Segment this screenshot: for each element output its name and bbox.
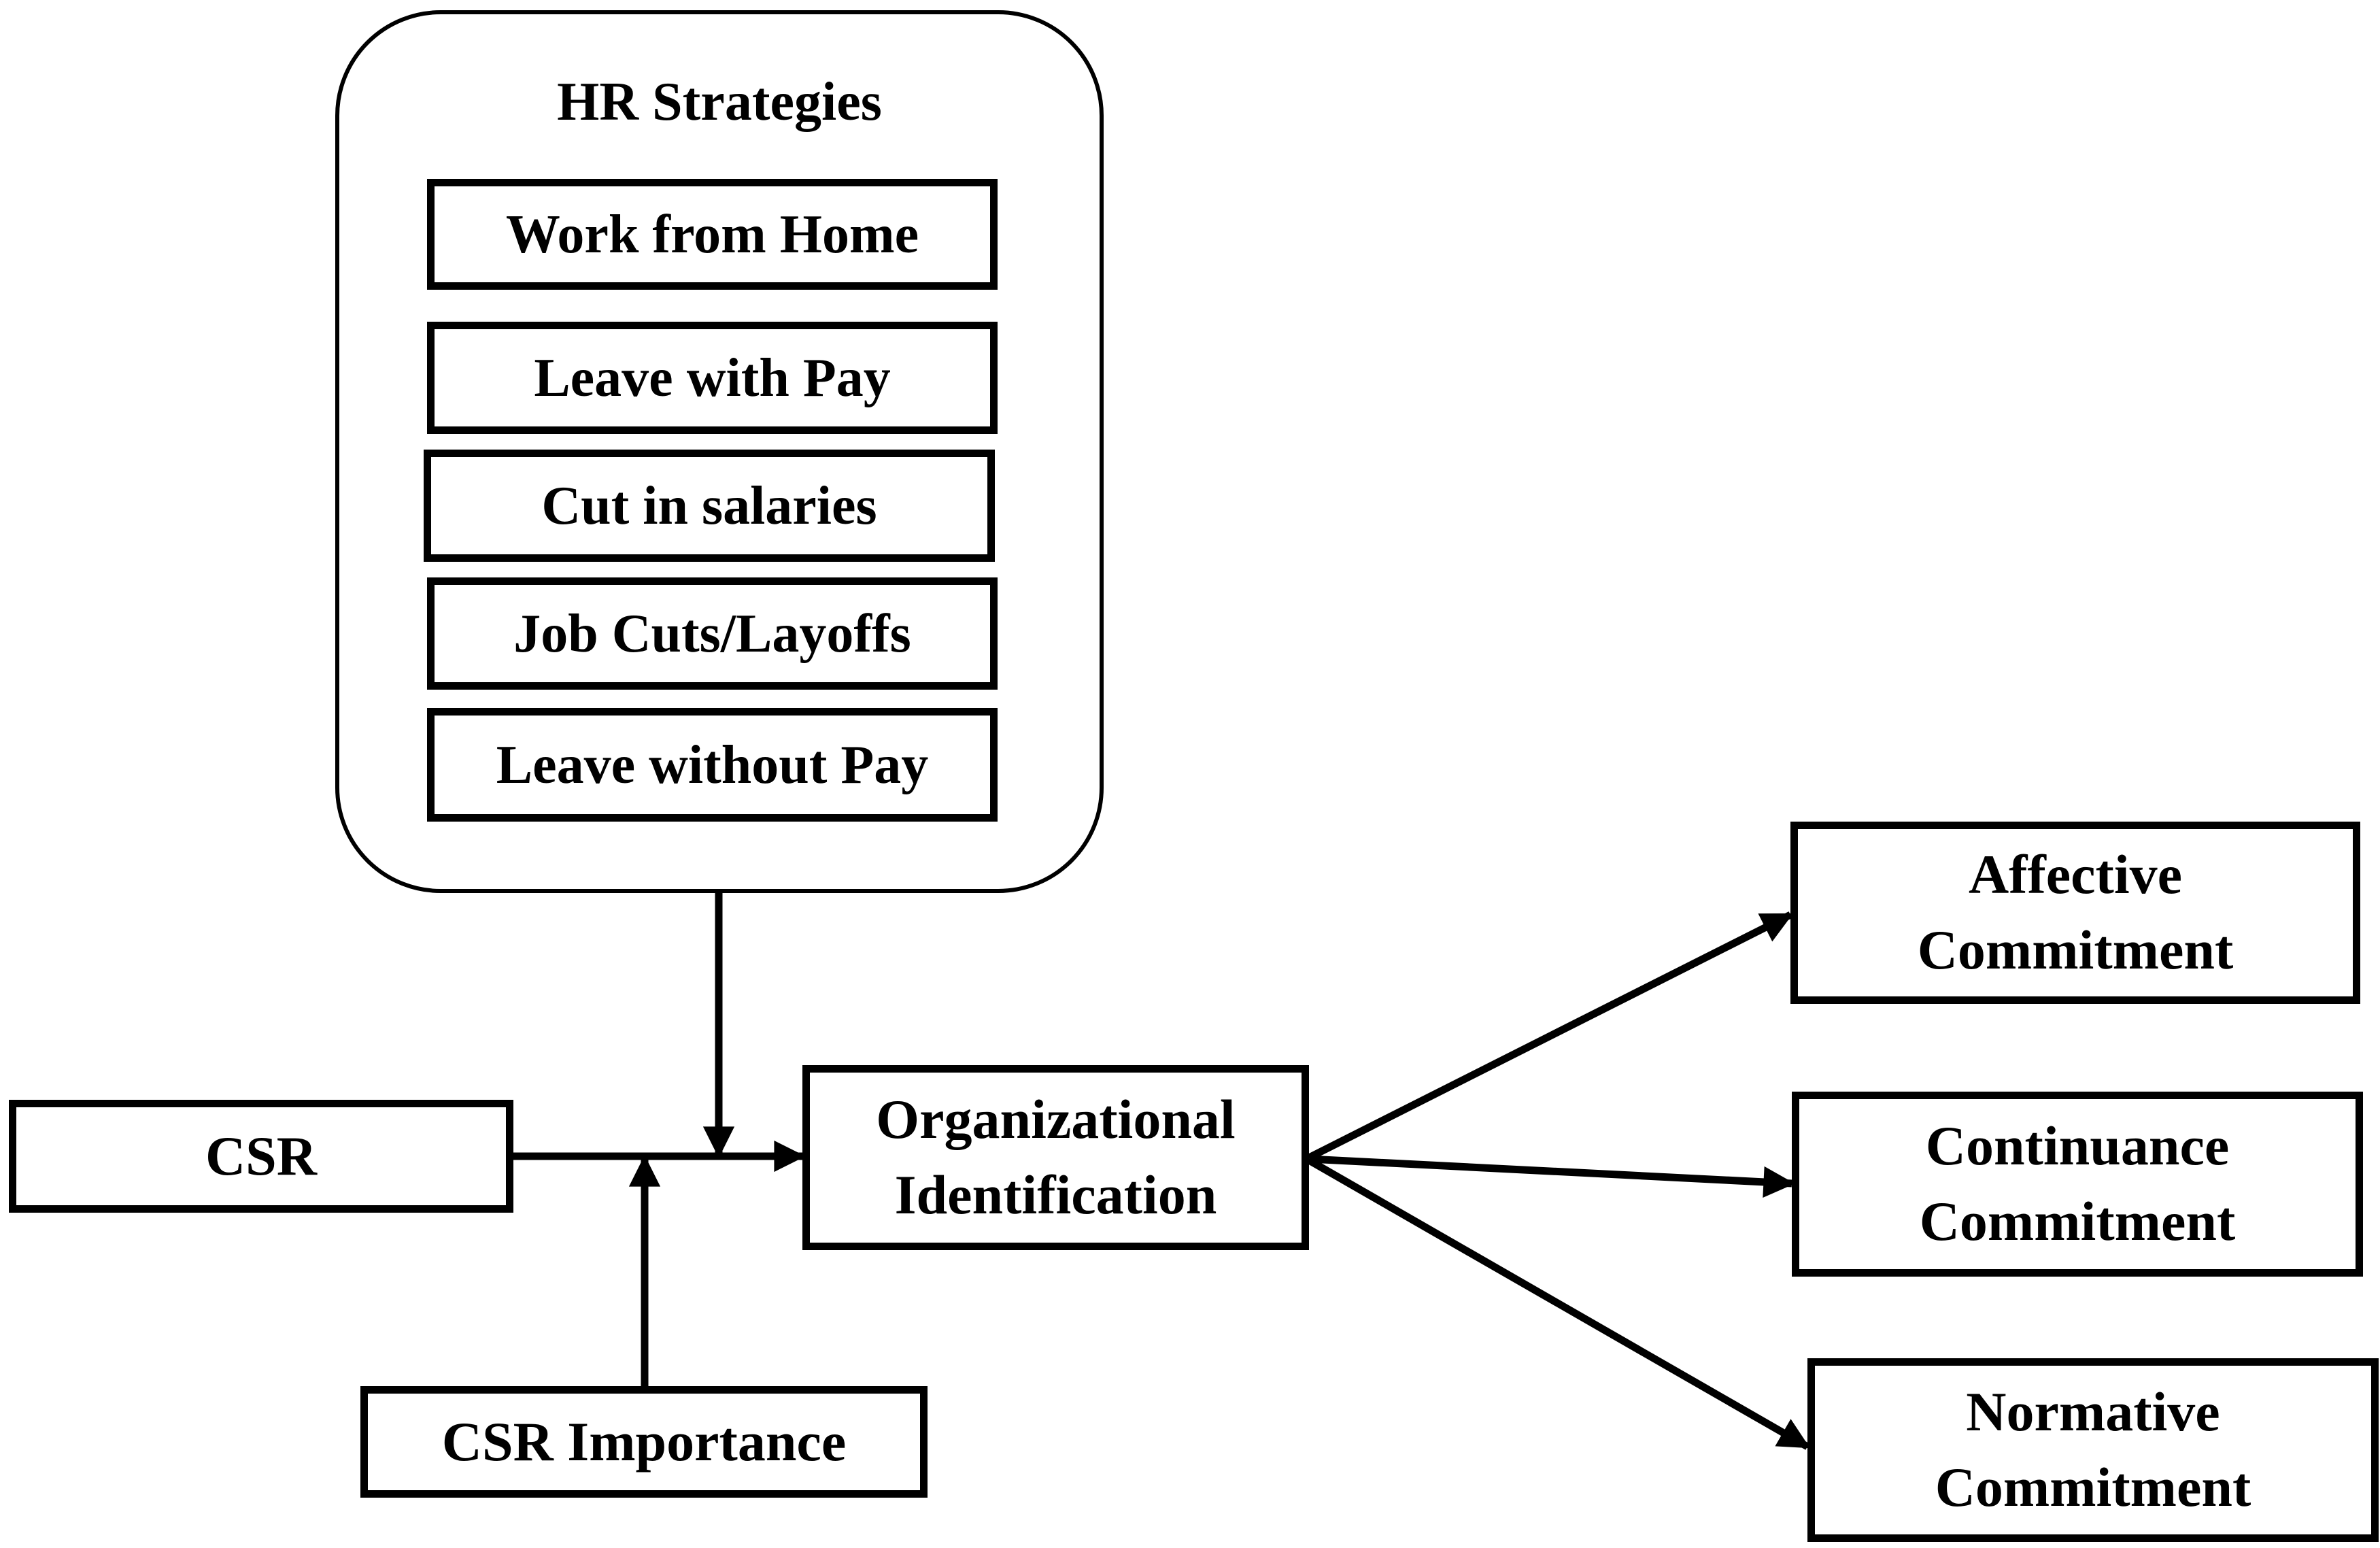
csr-label: CSR (205, 1124, 318, 1187)
affective-commitment-node: Affective Commitment (1790, 822, 2360, 1004)
hr-strategies-title: HR Strategies (557, 72, 882, 132)
normative-line1: Normative (1966, 1381, 2220, 1443)
continuance-line1: Continuance (1925, 1115, 2230, 1177)
org-id-line1: Organizational (876, 1088, 1236, 1151)
continuance-line2: Commitment (1919, 1190, 2236, 1252)
hr-item-label: Job Cuts/Layoffs (513, 603, 911, 664)
org-id-line2: Identification (894, 1164, 1217, 1226)
csr-importance-node: CSR Importance (360, 1386, 928, 1498)
hr-item-label: Leave without Pay (496, 735, 929, 795)
hr-item-label: Cut in salaries (541, 475, 877, 536)
affective-line2: Commitment (1917, 919, 2234, 981)
arrow-to-continuance (1308, 1155, 1795, 1198)
hr-item-job-cuts-layoffs: Job Cuts/Layoffs (427, 577, 998, 690)
hr-item-work-from-home: Work from Home (427, 179, 998, 290)
hr-item-label: Work from Home (505, 204, 919, 265)
organizational-identification-node: Organizational Identification (802, 1065, 1309, 1250)
hr-item-cut-in-salaries: Cut in salaries (424, 450, 995, 562)
continuance-commitment-node: Continuance Commitment (1792, 1092, 2363, 1277)
affective-line1: Affective (1968, 843, 2183, 906)
arrow-to-normative (1307, 1157, 1811, 1450)
hr-item-label: Leave with Pay (534, 348, 891, 408)
csr-importance-label: CSR Importance (441, 1410, 847, 1473)
normative-commitment-node: Normative Commitment (1807, 1358, 2379, 1542)
csr-node: CSR (9, 1100, 513, 1213)
arrow-to-affective (1307, 911, 1794, 1161)
normative-line2: Commitment (1935, 1456, 2251, 1518)
hr-item-leave-with-pay: Leave with Pay (427, 322, 998, 434)
hr-item-leave-without-pay: Leave without Pay (427, 708, 998, 822)
